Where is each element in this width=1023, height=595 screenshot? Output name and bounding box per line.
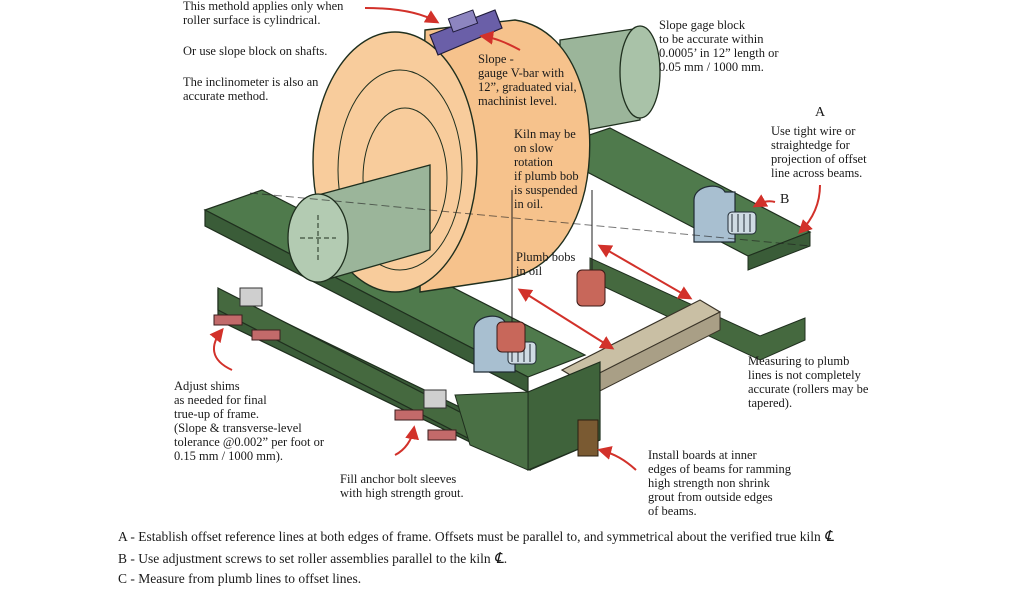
note-b-text: B - Use adjustment screws to set roller …	[118, 551, 495, 566]
label-gage-block: Slope gage block to be accurate within 0…	[659, 18, 779, 74]
diagram-labels: A B C C	[552, 105, 826, 336]
label-install-boards: Install boards at inner edges of beams f…	[648, 448, 792, 518]
label-letter-a: A	[815, 105, 826, 120]
label-method-cylindrical: This methold applies only when roller su…	[183, 0, 344, 27]
callout-arrows	[209, 7, 821, 471]
note-c: C - Measure from plumb lines to offset l…	[118, 571, 362, 586]
label-anchor-bolt: Fill anchor bolt sleeves with high stren…	[340, 472, 464, 500]
note-a-text: A - Establish offset reference lines at …	[118, 529, 825, 544]
label-letter-c-right: C	[640, 257, 649, 272]
label-slope-block: Or use slope block on shafts.	[183, 44, 328, 58]
label-tight-wire: Use tight wire or straightedge for proje…	[771, 124, 867, 180]
note-b-end: .	[503, 551, 508, 566]
slope-level-gauge	[429, 9, 503, 56]
label-measuring: Measuring to plumb lines is not complete…	[748, 354, 869, 410]
note-b: B - Use adjustment screws to set roller …	[118, 549, 507, 568]
label-plumb-bobs: Plumb bobs in oil	[516, 250, 576, 278]
label-inclinometer: The inclinometer is also an accurate met…	[183, 75, 319, 103]
kiln-roller	[312, 19, 591, 293]
label-letter-b: B	[780, 192, 789, 207]
centerline-symbol: ℄	[494, 551, 504, 567]
offset-dimension-lines	[249, 192, 811, 350]
label-slope-vbar: Slope - gauge V-bar with 12”, graduated …	[478, 52, 577, 108]
centerline-symbol: ℄	[824, 529, 834, 545]
label-letter-c-left: C	[552, 321, 561, 336]
label-adjust-shims: Adjust shims as needed for final true-up…	[174, 379, 324, 463]
bearing-block-rear	[693, 185, 757, 243]
front-shaft	[287, 164, 431, 283]
note-a: A - Establish offset reference lines at …	[118, 527, 834, 546]
label-kiln-rotation: Kiln may be on slow rotation if plumb bo…	[514, 127, 579, 211]
